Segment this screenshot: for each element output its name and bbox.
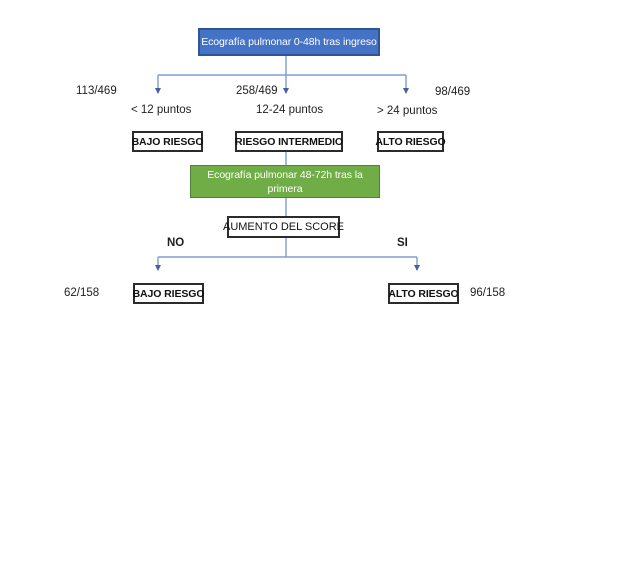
count-label-level2-right: 96/158	[470, 287, 506, 299]
node-score-increase-decision: AUMENTO DEL SCORE	[223, 216, 344, 238]
branch-label-si: SI	[397, 237, 408, 249]
condition-label-high: > 24 puntos	[377, 105, 438, 117]
node-alto-riesgo-level1: ALTO RIESGO	[375, 131, 446, 152]
node-bajo-riesgo-level2-label: BAJO RIESGO	[132, 287, 205, 300]
node-initial-ultrasound: Ecografía pulmonar 0-48h tras ingreso	[198, 28, 380, 56]
node-alto-riesgo-level2: ALTO RIESGO	[388, 283, 459, 304]
node-followup-ultrasound: Ecografía pulmonar 48-72h tras la primer…	[190, 165, 380, 198]
count-label-level2-left: 62/158	[64, 287, 100, 299]
condition-label-low: < 12 puntos	[131, 104, 192, 116]
node-bajo-riesgo-level1-label: BAJO RIESGO	[131, 135, 204, 148]
count-label-level1-middle: 258/469	[236, 85, 278, 97]
node-followup-ultrasound-line2: primera	[267, 182, 303, 195]
node-bajo-riesgo-level2: BAJO RIESGO	[132, 283, 205, 304]
node-riesgo-intermedio: RIESGO INTERMEDIO	[235, 131, 343, 152]
node-initial-ultrasound-label: Ecografía pulmonar 0-48h tras ingreso	[201, 36, 377, 48]
count-label-level1-right: 98/469	[435, 86, 471, 98]
node-alto-riesgo-level1-label: ALTO RIESGO	[375, 135, 446, 148]
node-alto-riesgo-level2-label: ALTO RIESGO	[388, 287, 459, 300]
branch-label-no: NO	[167, 237, 185, 249]
condition-label-intermediate: 12-24 puntos	[256, 104, 324, 116]
count-label-level1-left: 113/469	[76, 85, 117, 97]
node-followup-ultrasound-line1: Ecografía pulmonar 48-72h tras la	[207, 168, 363, 181]
node-riesgo-intermedio-label: RIESGO INTERMEDIO	[235, 135, 343, 148]
node-bajo-riesgo-level1: BAJO RIESGO	[131, 131, 204, 152]
node-score-increase-decision-label: AUMENTO DEL SCORE	[222, 221, 345, 233]
